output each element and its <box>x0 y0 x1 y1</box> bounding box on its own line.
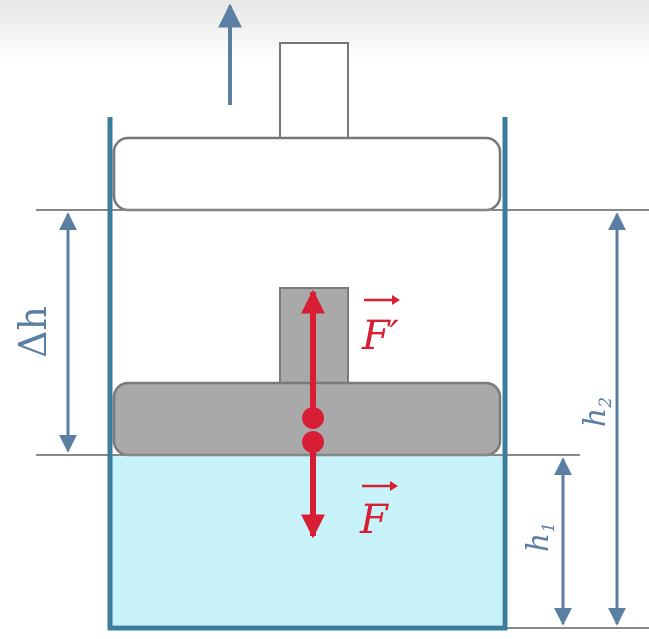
h2-subscript: 2 <box>596 397 616 409</box>
upper-piston <box>112 136 502 212</box>
svg-text:h2: h2 <box>578 397 616 427</box>
delta-h-label: Δh <box>11 306 55 358</box>
water <box>112 455 502 625</box>
delta-h-text: Δh <box>11 306 55 358</box>
h1-main: h <box>521 533 556 552</box>
container-walls <box>107 117 508 631</box>
force-label: F <box>359 497 389 543</box>
force-prime-label: F′ <box>361 313 399 359</box>
h2-main: h <box>578 408 613 427</box>
h2-label: h2 <box>578 397 616 427</box>
upper-piston-rod <box>279 42 349 140</box>
svg-text:h1: h1 <box>521 522 559 552</box>
force-application-point-lower <box>302 431 324 453</box>
force-vector-icon <box>362 295 400 491</box>
force-application-point-upper <box>302 407 324 429</box>
h1-label: h1 <box>521 522 559 552</box>
h1-subscript: 1 <box>539 522 559 533</box>
